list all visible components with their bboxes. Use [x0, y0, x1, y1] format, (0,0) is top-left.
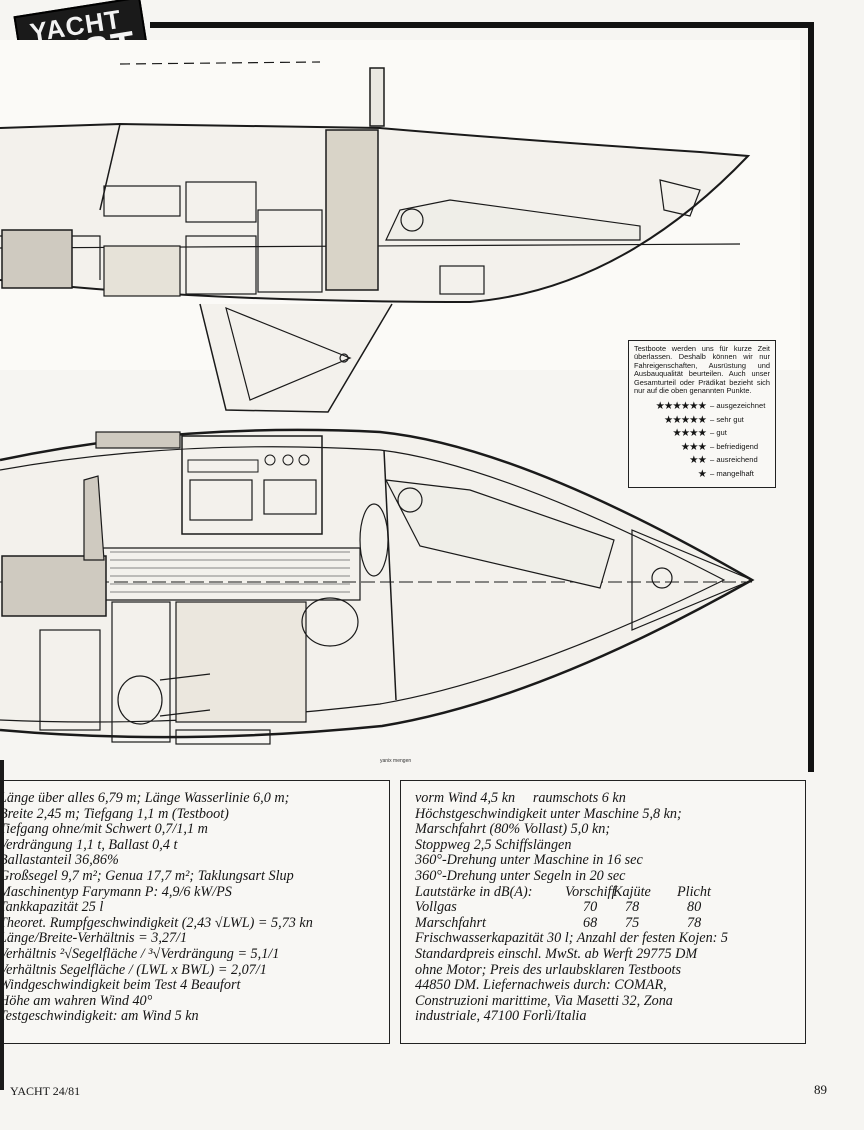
spec-box-left: Länge über alles 6,79 m; Länge Wasserlin… — [0, 780, 390, 1044]
drawing-caption: yanix mengen — [380, 758, 411, 764]
noise-cell: Vollgas — [415, 899, 457, 916]
stars-icon: ★★ — [689, 454, 707, 467]
noise-cell: 75 — [625, 914, 640, 931]
issue-label: YACHT 24/81 — [10, 1084, 81, 1098]
spec-line: ohne Motor; Preis des urlaubsklaren Test… — [415, 962, 682, 978]
spec-line: Länge/Breite-Verhältnis = 3,27/1 — [0, 931, 188, 947]
spec-line: Standardpreis einschl. MwSt. ab Werft 29… — [415, 946, 698, 962]
rating-row: ★★★★★– sehr gut — [634, 413, 770, 427]
rating-label: – ausreichend — [710, 455, 758, 465]
spec-line: Frischwasserkapazität 30 l; Anzahl der f… — [415, 931, 729, 947]
noise-table: Lautstärke in dB(A): Vorschiff Kajüte Pl… — [415, 883, 799, 932]
spec-line: Verdrängung 1,1 t, Ballast 0,4 t — [0, 837, 178, 853]
spec-line: Länge über alles 6,79 m; Länge Wasserlin… — [0, 791, 290, 806]
spec-line: Marschfahrt (80% Vollast) 5,0 kn; — [415, 822, 611, 838]
spec-line: Stoppweg 2,5 Schiffslängen — [415, 837, 572, 853]
spec-line: Tankkapazität 25 l — [0, 900, 104, 916]
rating-label: – befriedigend — [710, 441, 759, 451]
spec-line: vorm Wind 4,5 kn raumschots 6 kn — [415, 791, 626, 806]
rating-legend-box: Testboote werden uns für kurze Zeit über… — [628, 340, 776, 488]
rating-intro-text: Testboote werden uns für kurze Zeit über… — [634, 344, 770, 396]
rating-row: ★★★– befriedigend — [634, 440, 770, 454]
stars-icon: ★★★★★ — [663, 413, 707, 426]
spec-line: Verhältnis Segelfläche / (LWL x BWL) = 2… — [0, 962, 267, 978]
stars-icon: ★★★★★★ — [655, 400, 707, 413]
spec-line: Breite 2,45 m; Tiefgang 1,1 m (Testboot) — [0, 806, 229, 822]
spec-line: Testgeschwindigkeit: am Wind 5 kn — [0, 1009, 199, 1025]
rating-list: ★★★★★★– ausgezeichnet ★★★★★– sehr gut ★★… — [634, 399, 770, 481]
noise-header: Vorschiff — [565, 883, 616, 900]
right-frame-rule — [808, 22, 814, 772]
spec-line: 360°-Drehung unter Segeln in 20 sec — [415, 868, 626, 884]
page-edge-bar — [0, 760, 4, 1090]
rating-label: – ausgezeichnet — [710, 401, 766, 411]
spec-line: Höchstgeschwindigkeit unter Maschine 5,8… — [415, 806, 682, 822]
noise-cell: 68 — [583, 914, 598, 931]
noise-cell: 78 — [625, 899, 640, 916]
boat-drawing: yanix mengen — [0, 40, 800, 764]
noise-cell: Marschfahrt — [415, 914, 486, 931]
spec-line: 360°-Drehung unter Maschine in 16 sec — [415, 853, 643, 869]
rating-row: ★★– ausreichend — [634, 454, 770, 468]
spec-line: Construzioni marittime, Via Masetti 32, … — [415, 993, 673, 1009]
rating-row: ★★★★★★– ausgezeichnet — [634, 399, 770, 413]
spec-line: Windgeschwindigkeit beim Test 4 Beaufort — [0, 978, 241, 994]
spec-line: Höhe am wahren Wind 40° — [0, 993, 153, 1009]
rating-row: ★★★★– gut — [634, 427, 770, 441]
top-frame-rule — [150, 22, 810, 28]
spec-line: Maschinentyp Farymann P: 4,9/6 kW/PS — [0, 884, 232, 900]
rating-label: – gut — [710, 428, 727, 438]
stars-icon: ★ — [697, 468, 707, 480]
noise-header: Plicht — [677, 883, 711, 900]
noise-cell: 70 — [583, 899, 598, 916]
rating-label: – sehr gut — [710, 414, 744, 424]
rating-label: – mangelhaft — [710, 469, 754, 478]
spec-line: industriale, 47100 Forlì/Italia — [415, 1009, 587, 1025]
spec-line: Theoret. Rumpfgeschwindigkeit (2,43 √LWL… — [0, 915, 313, 931]
spec-line: 44850 DM. Liefernachweis durch: COMAR, — [415, 978, 667, 994]
spec-line: Verhältnis ²√Segelfläche / ³√Verdrängung… — [0, 946, 280, 962]
noise-header: Lautstärke in dB(A): — [415, 883, 533, 900]
noise-cell: 80 — [687, 899, 702, 916]
spec-line: Tiefgang ohne/mit Schwert 0,7/1,1 m — [0, 822, 208, 838]
spec-line: Ballastanteil 36,86% — [0, 853, 119, 869]
page-number: 89 — [814, 1082, 827, 1097]
spec-box-right: vorm Wind 4,5 kn raumschots 6 kn Höchstg… — [400, 780, 806, 1044]
spec-line: Großsegel 9,7 m²; Genua 17,7 m²; Taklung… — [0, 868, 294, 884]
noise-header: Kajüte — [613, 883, 651, 900]
rating-row: ★– mangelhaft — [634, 467, 770, 481]
noise-cell: 78 — [687, 914, 702, 931]
stars-icon: ★★★★ — [672, 427, 707, 440]
stars-icon: ★★★ — [680, 440, 707, 453]
